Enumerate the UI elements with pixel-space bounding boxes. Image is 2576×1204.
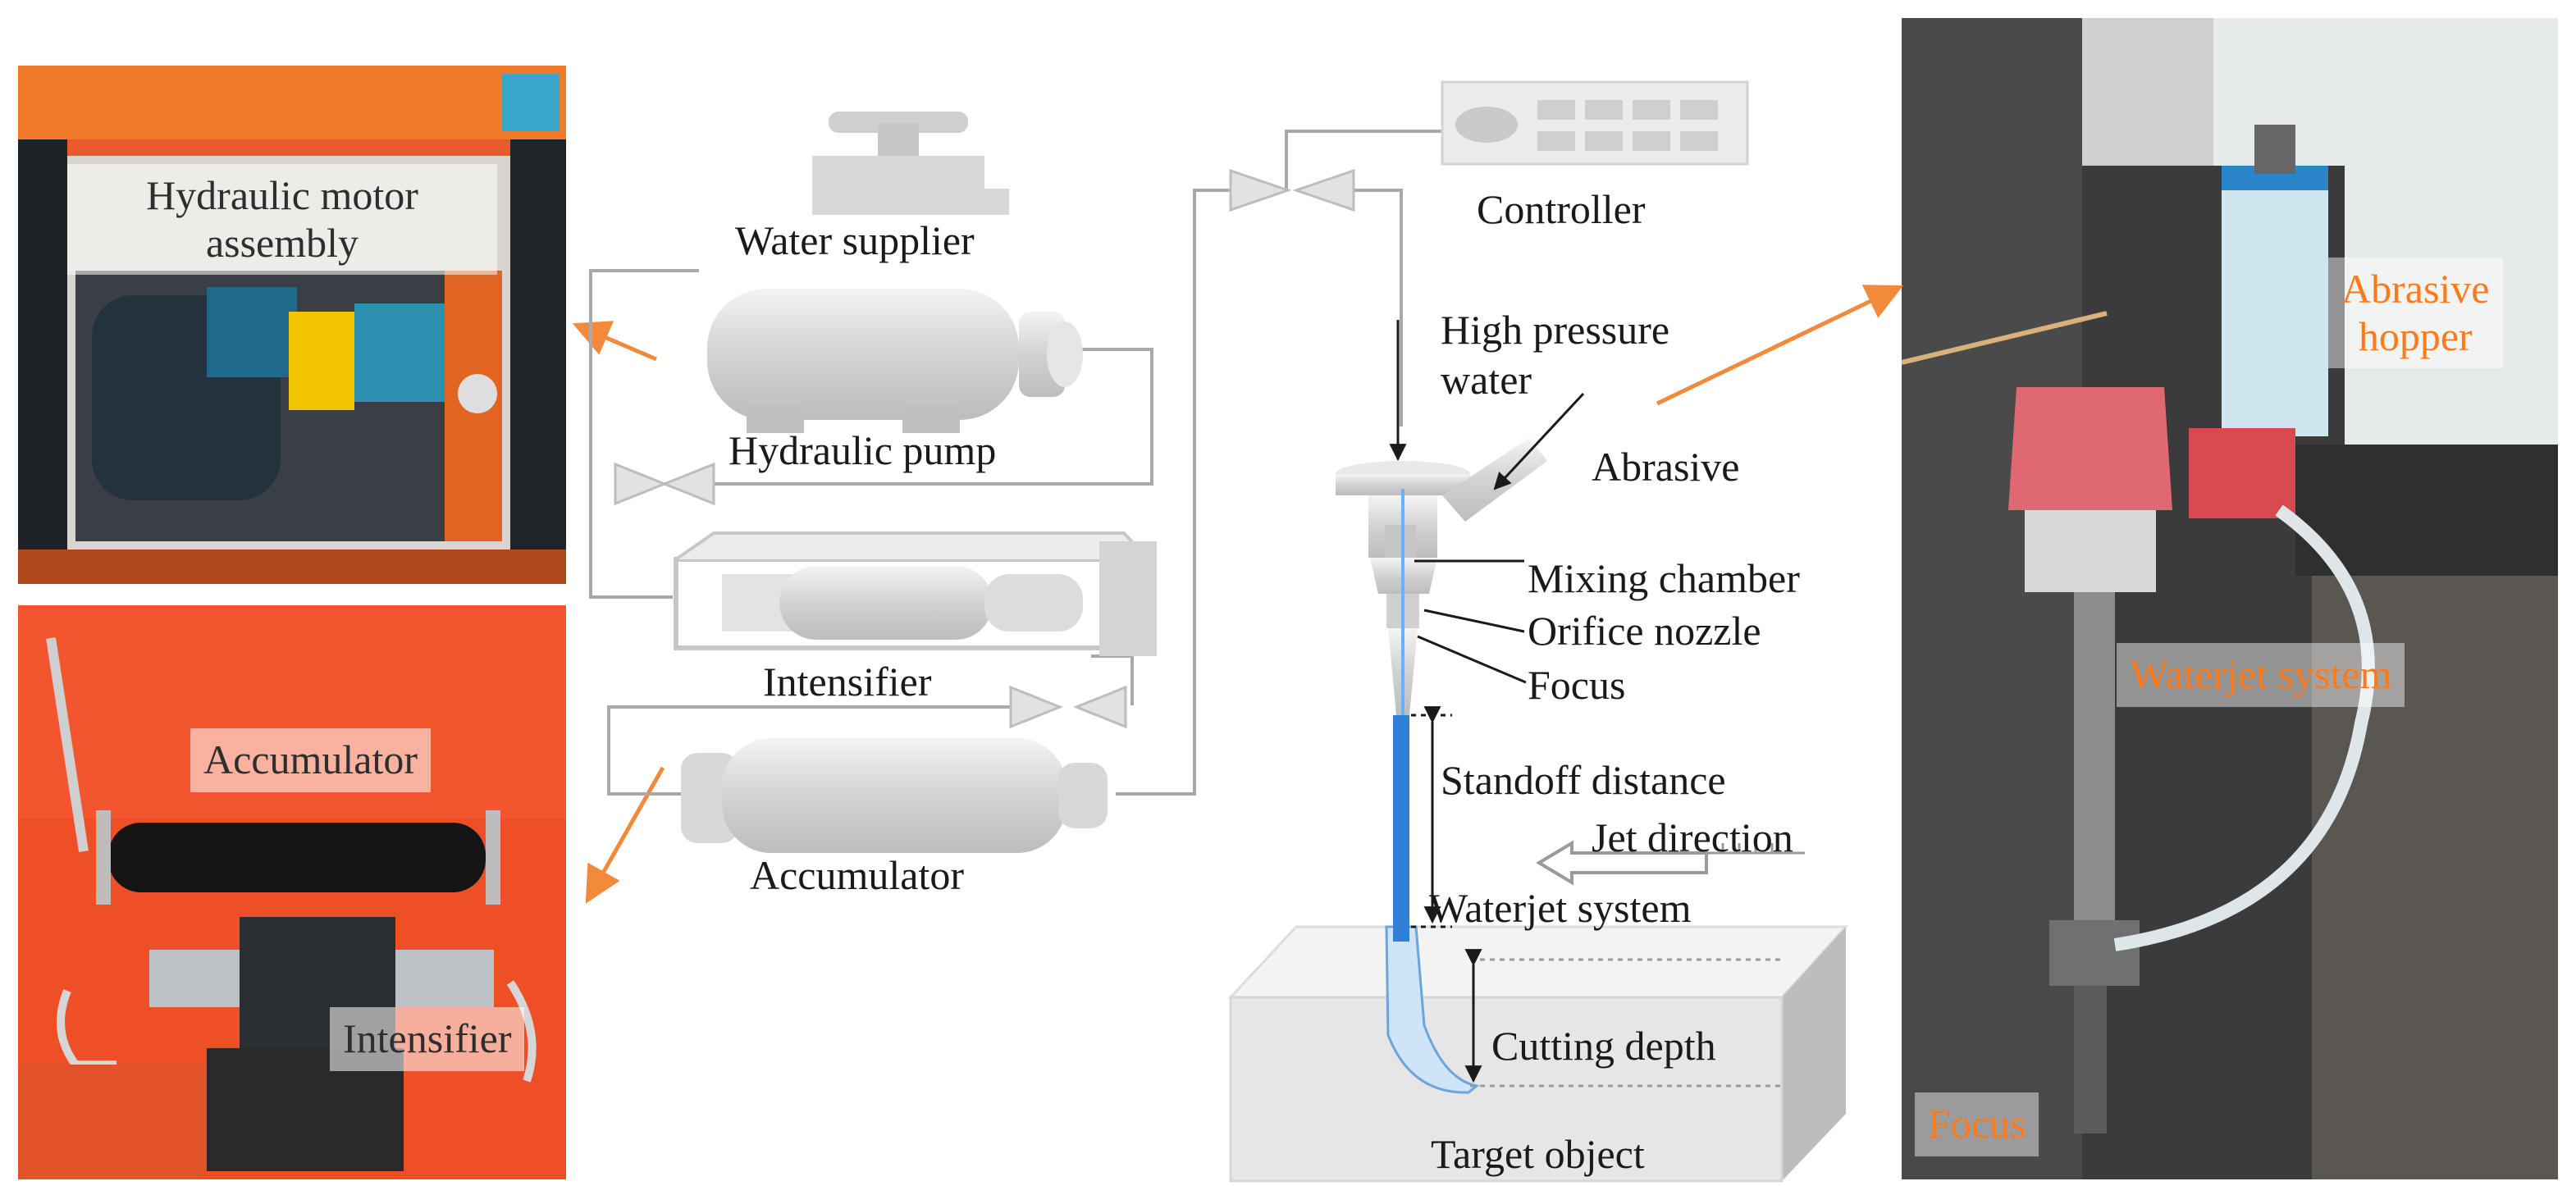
pipe-lines bbox=[589, 130, 1442, 796]
label-jet-direction: Jet direction bbox=[1592, 814, 1793, 860]
waterjet-head-photo-art bbox=[1902, 18, 2558, 1179]
cut-groove bbox=[1385, 925, 1480, 1094]
photo-label-accumulator: Accumulator bbox=[190, 728, 432, 792]
photo-hydraulic-motor-assembly: Hydraulic motor assembly bbox=[18, 66, 566, 584]
valves bbox=[614, 168, 1355, 729]
photo-accumulator-intensifier: Accumulator Intensifier bbox=[18, 605, 566, 1179]
pointer-arrow-to-accumulator bbox=[585, 766, 665, 904]
intensifier-icon bbox=[674, 531, 1157, 656]
label-intensifier: Intensifier bbox=[763, 659, 932, 705]
label-target-object: Target object bbox=[1431, 1131, 1645, 1177]
label-waterjet-system: Waterjet system bbox=[1429, 885, 1692, 931]
hydraulic-pump-icon bbox=[707, 289, 1083, 433]
label-focus: Focus bbox=[1528, 662, 1626, 708]
photo-label-hydraulic-motor-assembly: Hydraulic motor assembly bbox=[67, 164, 497, 275]
arrow-abrasive-feed bbox=[1493, 392, 1585, 490]
pointer-arrow-to-motor bbox=[572, 321, 657, 362]
label-water-supplier: Water supplier bbox=[735, 217, 975, 263]
leader-lines bbox=[1411, 559, 1782, 1088]
target-object-block bbox=[1227, 925, 1849, 1183]
label-mixing-chamber: Mixing chamber bbox=[1528, 555, 1800, 601]
photo-waterjet-head: Abrasive hopper Waterjet system Focus bbox=[1902, 18, 2558, 1179]
label-standoff-distance: Standoff distance bbox=[1441, 757, 1726, 803]
pointer-arrow-to-head bbox=[1656, 285, 1904, 406]
label-controller: Controller bbox=[1477, 186, 1646, 232]
controller-icon bbox=[1441, 80, 1749, 166]
nozzle-head-icon bbox=[1336, 438, 1547, 715]
photo-label-focus: Focus bbox=[1915, 1092, 2039, 1156]
accumulator-icon bbox=[681, 738, 1108, 853]
photo-label-intensifier: Intensifier bbox=[330, 1007, 525, 1071]
photo-label-abrasive-hopper: Abrasive hopper bbox=[2328, 258, 2503, 368]
water-tap-icon bbox=[812, 112, 1009, 215]
hydraulic-motor-photo-art bbox=[18, 66, 566, 584]
label-high-pressure-water: High pressure water bbox=[1441, 307, 1670, 403]
jet-direction-arrow-icon bbox=[1536, 840, 1805, 886]
label-orifice-nozzle: Orifice nozzle bbox=[1528, 608, 1761, 654]
photo-label-waterjet-system: Waterjet system bbox=[2117, 643, 2405, 707]
label-hydraulic-pump: Hydraulic pump bbox=[728, 427, 997, 473]
label-abrasive: Abrasive bbox=[1592, 444, 1740, 490]
label-cutting-depth: Cutting depth bbox=[1491, 1023, 1716, 1069]
label-accumulator: Accumulator bbox=[750, 852, 965, 898]
water-jet-stream bbox=[1393, 715, 1409, 942]
